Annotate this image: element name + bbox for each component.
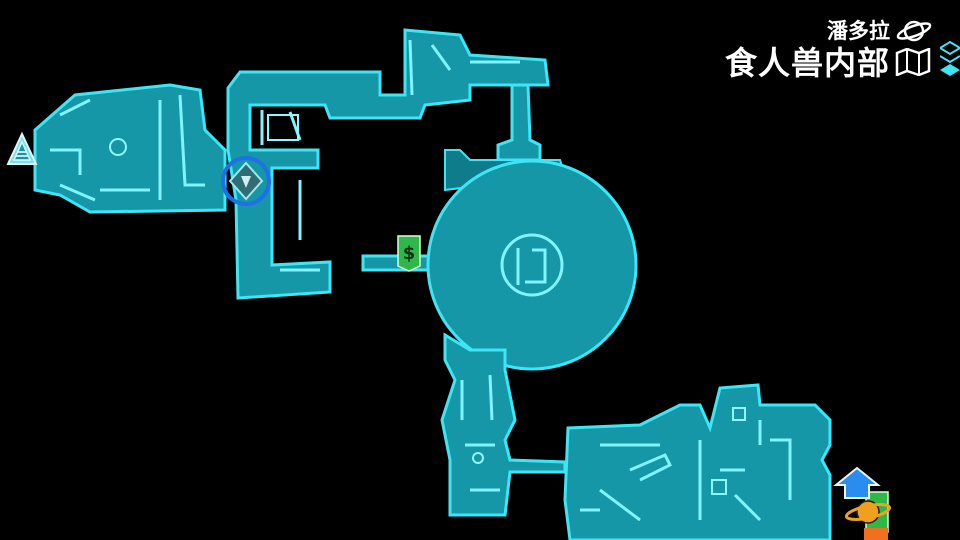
fast-travel-icon[interactable]	[6, 131, 38, 165]
north-corridor-area	[226, 28, 550, 300]
layers-icon[interactable]	[940, 38, 960, 78]
player-marker-icon	[221, 156, 271, 206]
planet-marker-icon[interactable]	[844, 500, 892, 524]
map-icon[interactable]	[895, 48, 931, 76]
location-header: 潘多拉 食人兽内部	[725, 18, 890, 82]
vending-symbol: $	[403, 243, 416, 264]
zone-name: 食人兽内部	[724, 44, 890, 82]
west-wing-area	[33, 83, 227, 214]
exit-arrow-icon[interactable]	[833, 466, 881, 499]
vending-machine-icon[interactable]: $	[397, 235, 421, 272]
central-rotunda-area	[426, 159, 638, 371]
southeast-complex-area	[563, 383, 832, 540]
region-name: 潘多拉	[827, 19, 890, 43]
planet-icon[interactable]	[895, 16, 933, 46]
